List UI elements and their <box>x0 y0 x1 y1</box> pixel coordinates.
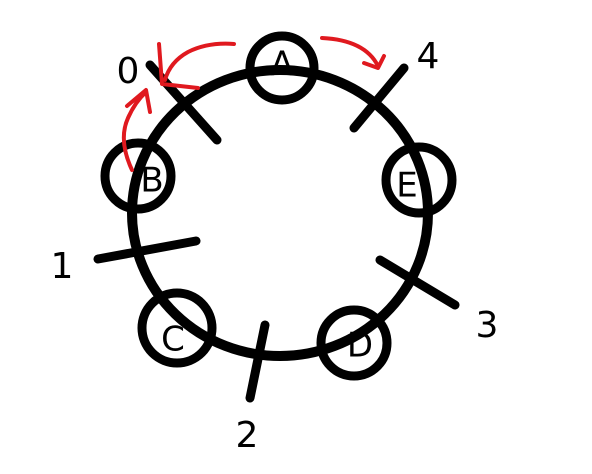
tick-label-3: 3 <box>476 305 499 346</box>
arrow-b-to-0 <box>121 90 148 172</box>
node-label-a: A <box>270 45 293 85</box>
node-circle-c <box>137 288 217 368</box>
tick-mark-1 <box>93 236 201 264</box>
node-label-c: C <box>161 320 185 360</box>
arrowhead-a-to-4 <box>362 54 386 70</box>
tick-mark-2 <box>245 320 270 403</box>
arrowhead-a-to-0 <box>157 42 200 90</box>
main-ring <box>127 65 433 361</box>
node-label-b: B <box>140 161 163 201</box>
tick-label-4: 4 <box>417 36 440 77</box>
node-circle-d <box>316 305 392 381</box>
arrow-a-to-0 <box>163 41 236 82</box>
tick-label-2: 2 <box>236 415 259 456</box>
node-circle-a <box>245 31 319 105</box>
arrow-a-to-4 <box>320 36 380 68</box>
tick-mark-3 <box>375 255 460 310</box>
arrowhead-b-to-0 <box>125 88 152 114</box>
tick-label-0: 0 <box>117 51 140 92</box>
node-label-d: D <box>347 326 373 366</box>
node-circle-b <box>100 138 176 214</box>
tick-mark-4 <box>349 63 409 133</box>
node-label-e: E <box>396 166 417 206</box>
tick-label-1: 1 <box>51 246 74 287</box>
node-circle-e <box>381 142 457 218</box>
red-arrows <box>121 36 386 172</box>
